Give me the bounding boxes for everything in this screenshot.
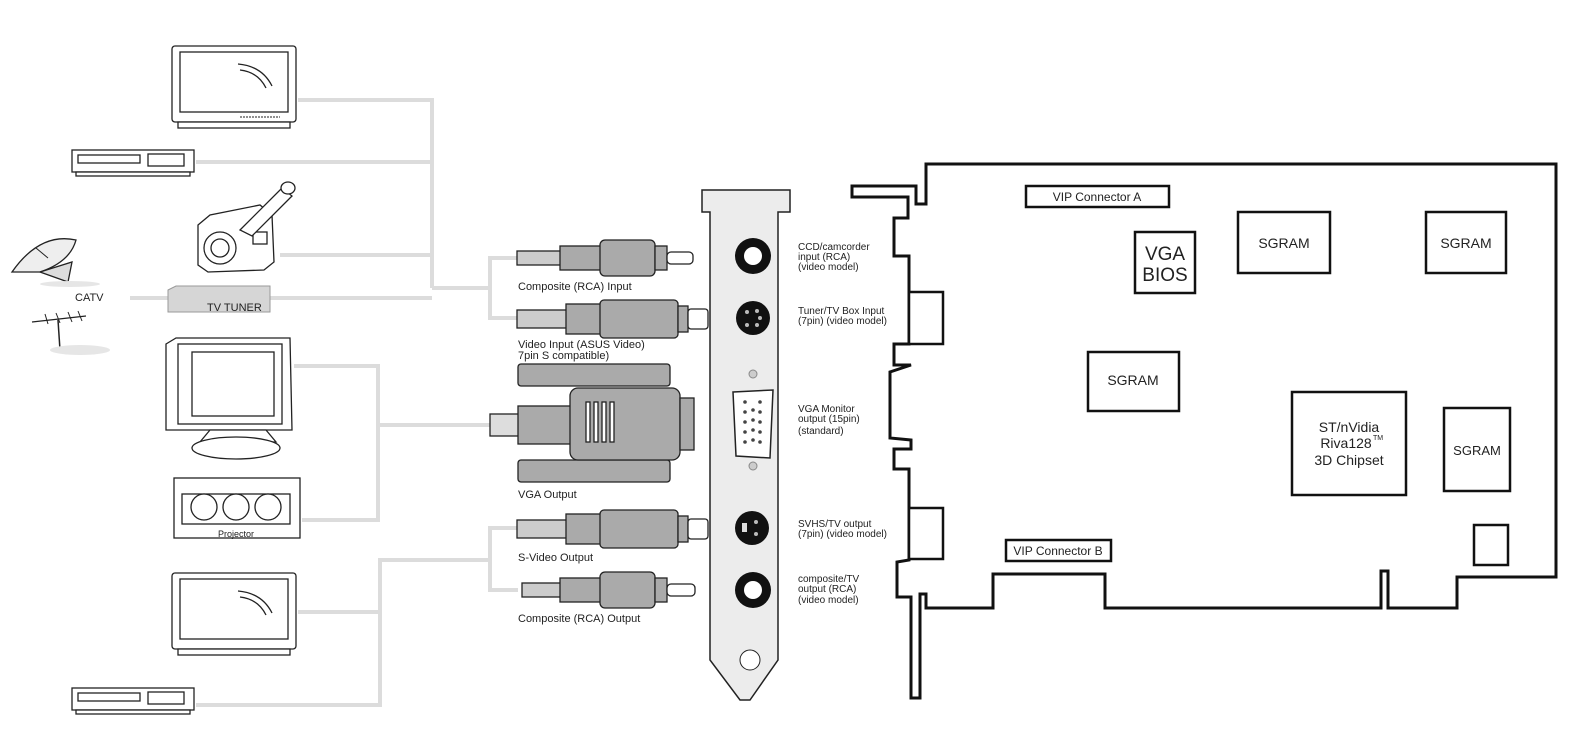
svg-text:(video model): (video model) — [798, 262, 859, 273]
svg-text:3D Chipset: 3D Chipset — [1314, 452, 1383, 468]
svg-text:SGRAM: SGRAM — [1453, 443, 1501, 458]
svhs-connector-block — [907, 506, 945, 561]
vip-connector-a — [1024, 184, 1171, 209]
card-bracket — [701, 189, 791, 701]
composite-rca-input-plug — [516, 239, 694, 277]
projector-label: Projector — [218, 529, 254, 539]
svideo-output-label: S-Video Output — [518, 552, 593, 564]
vip-connector-a-label: VIP Connector A — [1053, 190, 1142, 204]
tuner-7pin-port[interactable] — [736, 301, 770, 335]
television-icon — [171, 45, 297, 129]
svg-text:VGA Monitor: VGA Monitor — [798, 404, 855, 415]
svideo-input-plug — [516, 299, 709, 339]
svg-text:Riva128: Riva128 — [1320, 435, 1372, 451]
svg-text:SVHS/TV output: SVHS/TV output — [798, 519, 872, 530]
camcorder-icon — [197, 181, 296, 273]
svg-text:VGA: VGA — [1145, 244, 1185, 265]
svg-text:(7pin) (video model): (7pin) (video model) — [798, 316, 887, 327]
satellite-dish-icon — [10, 238, 100, 287]
svg-text:(standard): (standard) — [798, 426, 844, 437]
vip-connector-b-label: VIP Connector B — [1013, 544, 1102, 558]
tv-tuner-label: TV TUNER — [207, 302, 262, 314]
svideo-output-plug — [516, 509, 709, 549]
tuner-connector-block — [907, 290, 945, 346]
svg-text:TM: TM — [1373, 435, 1383, 442]
svg-text:composite/TV: composite/TV — [798, 574, 859, 585]
vcr-icon — [71, 149, 195, 177]
vga-15pin-port[interactable] — [732, 389, 774, 459]
svhs-7pin-port[interactable] — [735, 511, 769, 545]
svg-text:Tuner/TV Box Input: Tuner/TV Box Input — [798, 306, 885, 317]
sgram-chip — [1424, 210, 1508, 275]
vcr-icon — [71, 687, 195, 715]
svg-text:SGRAM: SGRAM — [1258, 235, 1309, 251]
projector-icon: Projector — [173, 477, 301, 539]
sgram-chip — [1236, 210, 1332, 275]
sgram-chip — [1086, 350, 1181, 413]
antenna-icon — [31, 310, 110, 355]
tv-tuner-box-icon: TV TUNER — [167, 285, 271, 314]
vga-output-plug — [489, 363, 695, 483]
composite-rca-output-plug — [521, 571, 696, 609]
svg-text:(video model): (video model) — [798, 595, 859, 606]
vga-bios-chip — [1133, 230, 1197, 295]
svg-text:CCD/camcorder: CCD/camcorder — [798, 242, 870, 253]
composite-input-label: Composite (RCA) Input — [518, 281, 632, 293]
svg-text:ST/nVidia: ST/nVidia — [1319, 419, 1380, 435]
vip-connector-b — [1004, 538, 1113, 563]
video-input-label-line1: Video Input (ASUS Video) — [518, 339, 645, 351]
television-icon — [171, 572, 297, 656]
svg-text:(7pin) (video model): (7pin) (video model) — [798, 529, 887, 540]
video-input-label-line2: 7pin S compatible) — [518, 350, 609, 362]
riva128-chipset — [1290, 390, 1408, 497]
svg-text:output (RCA): output (RCA) — [798, 584, 856, 595]
svg-text:input (RCA): input (RCA) — [798, 252, 850, 263]
svg-text:SGRAM: SGRAM — [1107, 372, 1158, 388]
svg-text:output (15pin): output (15pin) — [798, 414, 860, 425]
svg-text:SGRAM: SGRAM — [1440, 235, 1491, 251]
catv-label: CATV — [75, 292, 104, 304]
svg-text:BIOS: BIOS — [1142, 265, 1187, 286]
small-component — [1472, 523, 1510, 567]
sgram-chip — [1442, 406, 1512, 493]
crt-monitor-icon — [165, 337, 293, 460]
composite-output-label: Composite (RCA) Output — [518, 613, 640, 625]
vga-output-label: VGA Output — [518, 489, 577, 501]
